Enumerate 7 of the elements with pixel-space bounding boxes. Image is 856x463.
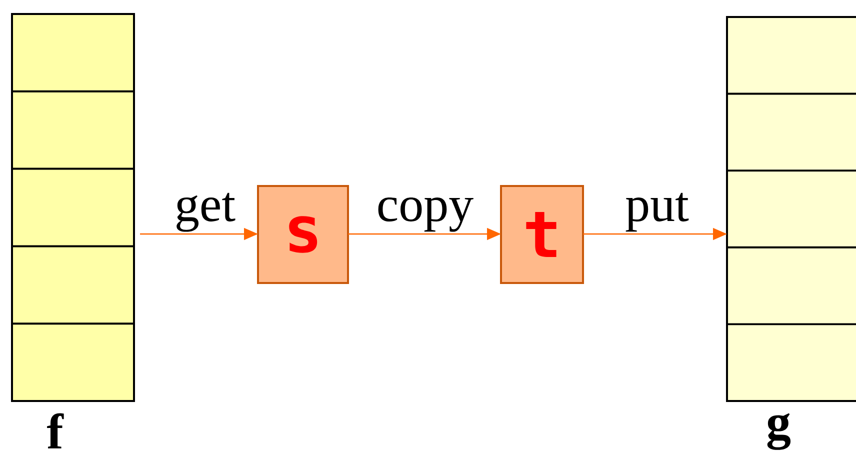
variable-box: s: [257, 185, 349, 284]
array-label: g: [767, 413, 791, 450]
variable-box: t: [500, 185, 584, 284]
array-label: f: [47, 413, 64, 448]
edge-label: get: [176, 192, 236, 232]
edge-label: copy: [378, 197, 474, 232]
edge-label: put: [626, 192, 689, 232]
